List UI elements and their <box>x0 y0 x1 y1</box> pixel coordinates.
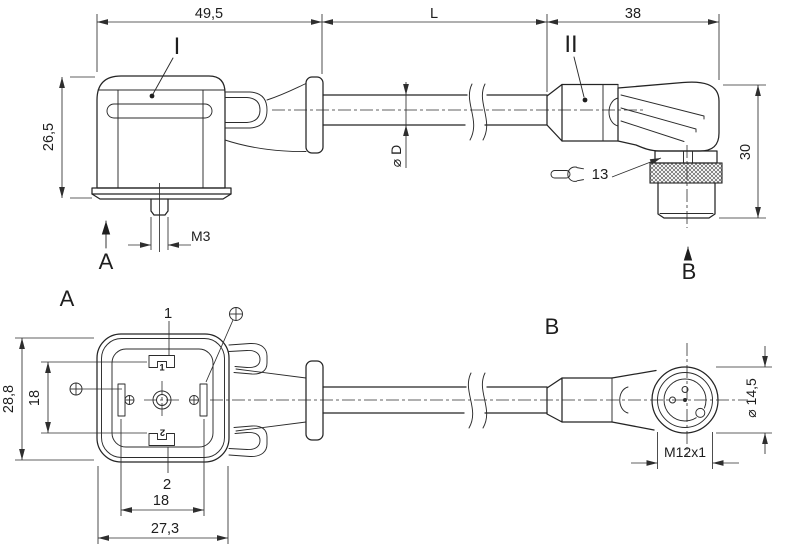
dim-m12-length: 38 <box>625 6 641 22</box>
face-latch-and-boot <box>228 343 324 457</box>
leader-dot <box>582 97 588 103</box>
view-a: A 1 2 <box>1 286 324 544</box>
side-view: 49,5 L 38 26,5 ⌀ D M3 30 <box>41 6 766 284</box>
din-connector-face: 1 2 <box>69 305 243 493</box>
screw-pin-icon <box>124 395 135 405</box>
dim-contact-spacing-v: 18 <box>27 390 43 406</box>
cable-bottom <box>322 372 548 429</box>
view-b-arrow-label: B <box>682 259 697 284</box>
pin <box>681 386 689 393</box>
side-contact-right <box>199 383 208 417</box>
dim-contact-spacing-h: 18 <box>153 493 169 509</box>
dim-m12-face-diameter: ⌀ 14,5 <box>743 378 759 418</box>
dim-face-width: 27,3 <box>151 521 179 537</box>
dim-wrench-size: 13 <box>592 166 609 183</box>
view-a-arrow-label: A <box>99 249 114 274</box>
contact-2-marking: 2 <box>160 427 165 438</box>
dim-connector-height: 26,5 <box>41 123 57 151</box>
screw-pin-icon <box>189 395 199 405</box>
dim-connector-width: 49,5 <box>195 6 223 22</box>
ground-screw-icon <box>69 382 83 396</box>
detail-labels-side: I II A B <box>99 31 697 284</box>
keyway-notch <box>695 407 706 418</box>
contact-1-slot <box>148 355 175 368</box>
contact-2-slot <box>148 433 175 446</box>
ground-screw-icon <box>229 307 243 321</box>
detail-1-label: I <box>174 33 181 60</box>
view-b-title: B <box>545 314 560 339</box>
dim-cable-diameter: ⌀ D <box>388 145 404 167</box>
pin-1-label: 1 <box>164 305 172 322</box>
contact-1-marking: 1 <box>159 363 165 374</box>
wrench-icon <box>550 166 590 182</box>
dimensions-side: 49,5 L 38 26,5 ⌀ D M3 30 <box>41 6 766 252</box>
view-a-title: A <box>60 286 75 311</box>
dim-face-height: 28,8 <box>1 385 17 413</box>
dimensions-view-a: 28,8 18 18 27,3 <box>1 337 229 544</box>
pin-2-label: 2 <box>163 476 171 493</box>
wrench-callout: 13 <box>550 157 662 183</box>
m12-connector-side <box>546 81 723 228</box>
dimensions-view-b: M12x1 ⌀ 14,5 <box>631 346 772 469</box>
cable-break-icon <box>468 83 475 141</box>
cable-side <box>272 83 646 141</box>
dim-cable-length: L <box>430 6 438 22</box>
m12-connector-face <box>210 343 748 457</box>
dim-m12-thread: M12x1 <box>664 444 706 460</box>
view-b: B <box>210 314 772 469</box>
leader-dot <box>149 93 155 99</box>
cable-break-icon <box>467 372 474 429</box>
din-connector-side <box>91 75 324 216</box>
dim-stud-thread: M3 <box>191 228 211 244</box>
dim-m12-height: 30 <box>738 144 754 160</box>
knurled-nut <box>649 162 723 184</box>
detail-2-label: II <box>564 31 577 58</box>
